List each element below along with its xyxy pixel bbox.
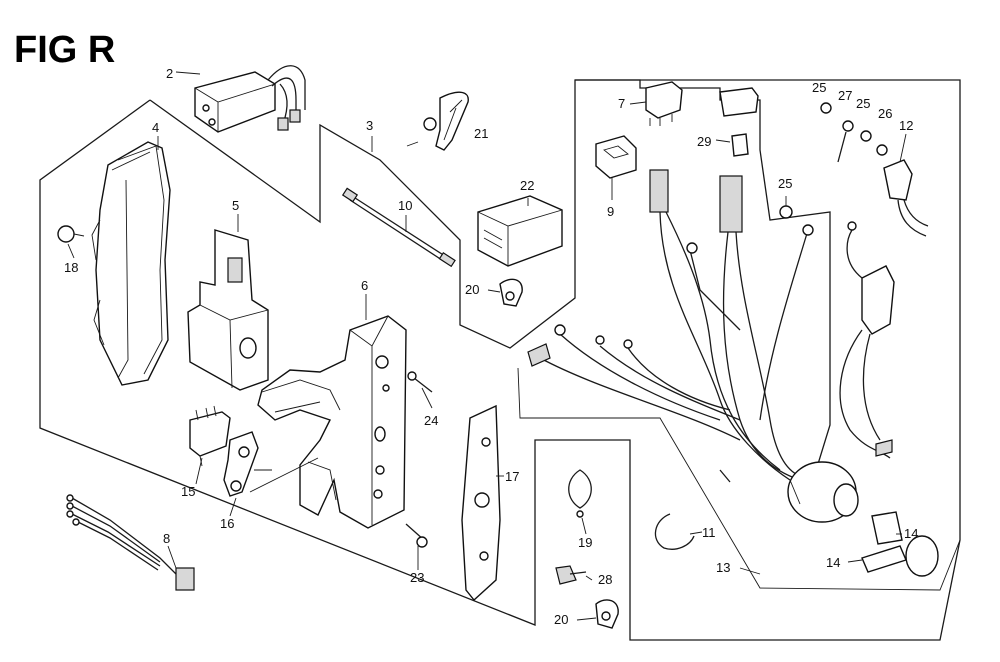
callout-23: 23 bbox=[410, 570, 424, 585]
callout-2: 2 bbox=[166, 66, 173, 81]
callout-24: 24 bbox=[424, 413, 438, 428]
part-28-screw bbox=[555, 565, 587, 585]
group-outline-right bbox=[575, 79, 831, 501]
leader-lines bbox=[67, 71, 907, 621]
callout-18: 18 bbox=[64, 260, 78, 275]
part-20-clamp-upper bbox=[499, 278, 523, 307]
part-26-nut bbox=[876, 144, 888, 156]
callout-25-b: 25 bbox=[856, 96, 870, 111]
callout-25-c: 25 bbox=[778, 176, 792, 191]
part-25-washers bbox=[779, 102, 872, 219]
callout-4: 4 bbox=[152, 120, 159, 135]
part-7-relay bbox=[645, 81, 683, 126]
callout-13: 13 bbox=[716, 560, 730, 575]
part-8-lead bbox=[66, 494, 195, 591]
callout-12: 12 bbox=[899, 118, 913, 133]
part-2-coil bbox=[194, 65, 306, 133]
callout-3: 3 bbox=[366, 118, 373, 133]
callout-22: 22 bbox=[520, 178, 534, 193]
part-29-fuse-cover bbox=[719, 87, 759, 157]
ignition-switch bbox=[787, 461, 859, 523]
part-27-bolt bbox=[837, 120, 854, 163]
part-6-plate bbox=[257, 315, 407, 529]
callout-10: 10 bbox=[398, 198, 412, 213]
callout-15: 15 bbox=[181, 484, 195, 499]
part-14-keys bbox=[861, 511, 939, 577]
callout-27: 27 bbox=[838, 88, 852, 103]
callout-labels: 2 3 4 5 6 7 8 9 10 11 12 13 14 14 15 16 … bbox=[64, 66, 918, 627]
callout-19: 19 bbox=[578, 535, 592, 550]
callout-25-a: 25 bbox=[812, 80, 826, 95]
part-12-unit bbox=[839, 221, 895, 459]
part-9-connector bbox=[595, 135, 637, 179]
callout-9: 9 bbox=[607, 204, 614, 219]
callout-20-upper: 20 bbox=[465, 282, 479, 297]
part-20-clamp-lower bbox=[595, 599, 619, 629]
callout-20-lower: 20 bbox=[554, 612, 568, 627]
part-24-screw bbox=[407, 371, 433, 393]
part-13-harness bbox=[527, 169, 814, 483]
callout-16: 16 bbox=[220, 516, 234, 531]
part-22-block bbox=[477, 195, 563, 267]
callout-6: 6 bbox=[361, 278, 368, 293]
leader-16-to-plate bbox=[249, 457, 319, 493]
part-19-clip bbox=[568, 469, 592, 518]
part-5-bracket bbox=[187, 229, 269, 391]
part-16-knob bbox=[223, 431, 272, 497]
part-4-cover bbox=[91, 141, 171, 386]
figure-title: FIG R bbox=[14, 29, 115, 71]
callout-8: 8 bbox=[163, 531, 170, 546]
part-12-sensor bbox=[883, 159, 929, 237]
harness-frame-inner bbox=[517, 367, 961, 591]
part-23-screw bbox=[405, 523, 428, 548]
callout-7: 7 bbox=[618, 96, 625, 111]
part-15-switch bbox=[189, 405, 231, 467]
callout-5: 5 bbox=[232, 198, 239, 213]
callout-28: 28 bbox=[598, 572, 612, 587]
callout-26: 26 bbox=[878, 106, 892, 121]
part-10-cable bbox=[341, 187, 456, 268]
part-18-bolt bbox=[57, 225, 85, 243]
part-17-gasket bbox=[461, 404, 501, 602]
callout-11: 11 bbox=[702, 525, 716, 540]
callout-17: 17 bbox=[505, 469, 519, 484]
callout-29: 29 bbox=[697, 134, 711, 149]
callout-14-lower: 14 bbox=[826, 555, 840, 570]
callout-14-upper: 14 bbox=[904, 526, 918, 541]
part-11-clip bbox=[654, 513, 695, 550]
part-21-clip bbox=[423, 91, 469, 151]
group-outline-left bbox=[39, 79, 961, 641]
callout-21: 21 bbox=[474, 126, 488, 141]
